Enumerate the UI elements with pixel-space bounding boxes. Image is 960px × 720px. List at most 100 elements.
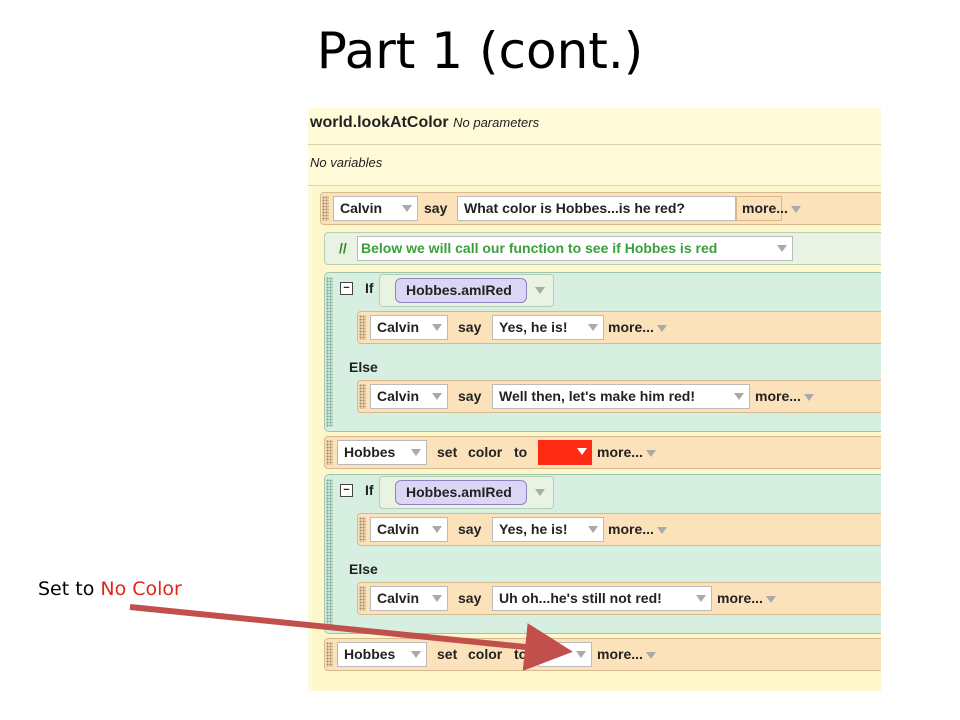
verb-label: say xyxy=(458,521,482,537)
more-dropdown[interactable]: more... xyxy=(717,583,776,614)
to-label: to xyxy=(514,646,528,662)
dropdown-arrow-icon xyxy=(402,205,412,212)
say-statement[interactable]: Calvin say Well then, let's make him red… xyxy=(357,380,881,413)
condition-label: Hobbes.amIRed xyxy=(406,282,512,298)
condition-function[interactable]: Hobbes.amIRed xyxy=(395,480,527,505)
dropdown-arrow-icon xyxy=(656,526,667,534)
say-statement[interactable]: Calvin say Yes, he is! more... xyxy=(357,513,881,546)
if-condition[interactable]: Hobbes.amIRed xyxy=(379,476,554,509)
subject-dropdown[interactable]: Hobbes xyxy=(337,642,427,667)
drag-handle[interactable] xyxy=(359,586,366,611)
more-dropdown[interactable]: more... xyxy=(742,193,801,224)
more-dropdown[interactable]: more... xyxy=(755,381,814,412)
verb-label: say xyxy=(458,388,482,404)
else-label: Else xyxy=(349,561,378,577)
more-label: more... xyxy=(755,388,801,404)
set-color-statement[interactable]: Hobbes set color to more... xyxy=(324,436,881,469)
subject-label: Hobbes xyxy=(344,646,396,662)
drag-handle[interactable] xyxy=(326,277,333,427)
say-text-label: Well then, let's make him red! xyxy=(499,388,696,404)
subject-label: Hobbes xyxy=(344,444,396,460)
dropdown-arrow-icon xyxy=(411,651,421,658)
dropdown-arrow-icon xyxy=(734,393,744,400)
comment-text: Below we will call our function to see i… xyxy=(361,240,718,256)
subject-dropdown[interactable]: Calvin xyxy=(370,586,448,611)
drag-handle[interactable] xyxy=(322,196,329,221)
property-label: color xyxy=(468,444,503,460)
drag-handle[interactable] xyxy=(359,315,366,340)
property-label: color xyxy=(468,646,503,662)
dropdown-arrow-icon xyxy=(432,393,442,400)
more-label: more... xyxy=(717,590,763,606)
more-dropdown[interactable]: more... xyxy=(608,514,667,545)
say-statement[interactable]: Calvin say What color is Hobbes...is he … xyxy=(320,192,881,225)
drag-handle[interactable] xyxy=(359,384,366,409)
more-dropdown[interactable]: more... xyxy=(608,312,667,343)
dropdown-arrow-icon xyxy=(656,324,667,332)
say-text-label: Yes, he is! xyxy=(499,319,568,335)
subject-dropdown[interactable]: Hobbes xyxy=(337,440,427,465)
say-text-dropdown[interactable]: What color is Hobbes...is he red? xyxy=(457,196,736,221)
if-block[interactable]: − If Hobbes.amIRed Calvin say Yes, he is… xyxy=(324,474,881,634)
subject-label: Calvin xyxy=(377,319,420,335)
if-block[interactable]: − If Hobbes.amIRed Calvin say Yes, he is… xyxy=(324,272,881,432)
dropdown-arrow-icon xyxy=(432,595,442,602)
dropdown-arrow-icon xyxy=(576,651,586,658)
say-statement[interactable]: Calvin say Uh oh...he's still not red! m… xyxy=(357,582,881,615)
set-color-statement[interactable]: Hobbes set color to more... xyxy=(324,638,881,671)
subject-dropdown[interactable]: Calvin xyxy=(370,517,448,542)
comment-text-field[interactable]: Below we will call our function to see i… xyxy=(357,236,793,261)
method-name: world.lookAtColor xyxy=(310,114,449,131)
dropdown-arrow-icon xyxy=(411,449,421,456)
say-text-dropdown[interactable]: Yes, he is! xyxy=(492,315,604,340)
say-text-dropdown[interactable]: Uh oh...he's still not red! xyxy=(492,586,712,611)
annotation-highlight: No Color xyxy=(100,578,182,600)
say-text-dropdown[interactable]: Yes, he is! xyxy=(492,517,604,542)
to-label: to xyxy=(514,444,528,460)
dropdown-arrow-icon xyxy=(588,526,598,533)
subject-dropdown[interactable]: Calvin xyxy=(370,315,448,340)
method-body: Calvin say What color is Hobbes...is he … xyxy=(312,186,881,691)
dropdown-arrow-icon xyxy=(696,595,706,602)
dropdown-arrow-icon xyxy=(777,245,787,252)
drag-handle[interactable] xyxy=(326,642,333,667)
dropdown-arrow-icon xyxy=(588,324,598,331)
dropdown-arrow-icon xyxy=(577,448,587,455)
drag-handle[interactable] xyxy=(359,517,366,542)
more-label: more... xyxy=(608,319,654,335)
subject-label: Calvin xyxy=(377,388,420,404)
verb-label: say xyxy=(424,200,448,216)
set-label: set xyxy=(437,646,458,662)
condition-function[interactable]: Hobbes.amIRed xyxy=(395,278,527,303)
color-value-dropdown[interactable] xyxy=(538,642,592,667)
else-label: Else xyxy=(349,359,378,375)
dropdown-arrow-icon xyxy=(803,393,814,401)
annotation-label: Set to No Color xyxy=(38,578,182,600)
more-dropdown[interactable]: more... xyxy=(597,639,656,670)
dropdown-arrow-icon xyxy=(432,324,442,331)
if-condition[interactable]: Hobbes.amIRed xyxy=(379,274,554,307)
dropdown-arrow-icon xyxy=(790,205,801,213)
collapse-icon[interactable]: − xyxy=(340,484,353,497)
collapse-icon[interactable]: − xyxy=(340,282,353,295)
more-label: more... xyxy=(597,646,643,662)
subject-dropdown[interactable]: Calvin xyxy=(370,384,448,409)
say-statement[interactable]: Calvin say Yes, he is! more... xyxy=(357,311,881,344)
comment-statement[interactable]: // Below we will call our function to se… xyxy=(324,232,881,265)
dropdown-arrow-icon xyxy=(535,287,545,294)
method-editor: world.lookAtColor No parameters No varia… xyxy=(308,108,881,691)
more-dropdown[interactable]: more... xyxy=(597,437,656,468)
drag-handle[interactable] xyxy=(326,440,333,465)
variables-header: No variables xyxy=(308,145,881,186)
say-text-dropdown[interactable]: Well then, let's make him red! xyxy=(492,384,750,409)
if-label: If xyxy=(365,482,374,498)
annotation-prefix: Set to xyxy=(38,578,101,600)
if-label: If xyxy=(365,280,374,296)
drag-handle[interactable] xyxy=(326,479,333,629)
method-header: world.lookAtColor No parameters xyxy=(308,108,881,145)
subject-dropdown[interactable]: Calvin xyxy=(333,196,418,221)
say-text-label: Yes, he is! xyxy=(499,521,568,537)
dropdown-arrow-icon xyxy=(765,595,776,603)
color-value-dropdown[interactable] xyxy=(538,440,592,465)
slide-title: Part 1 (cont.) xyxy=(316,22,644,80)
